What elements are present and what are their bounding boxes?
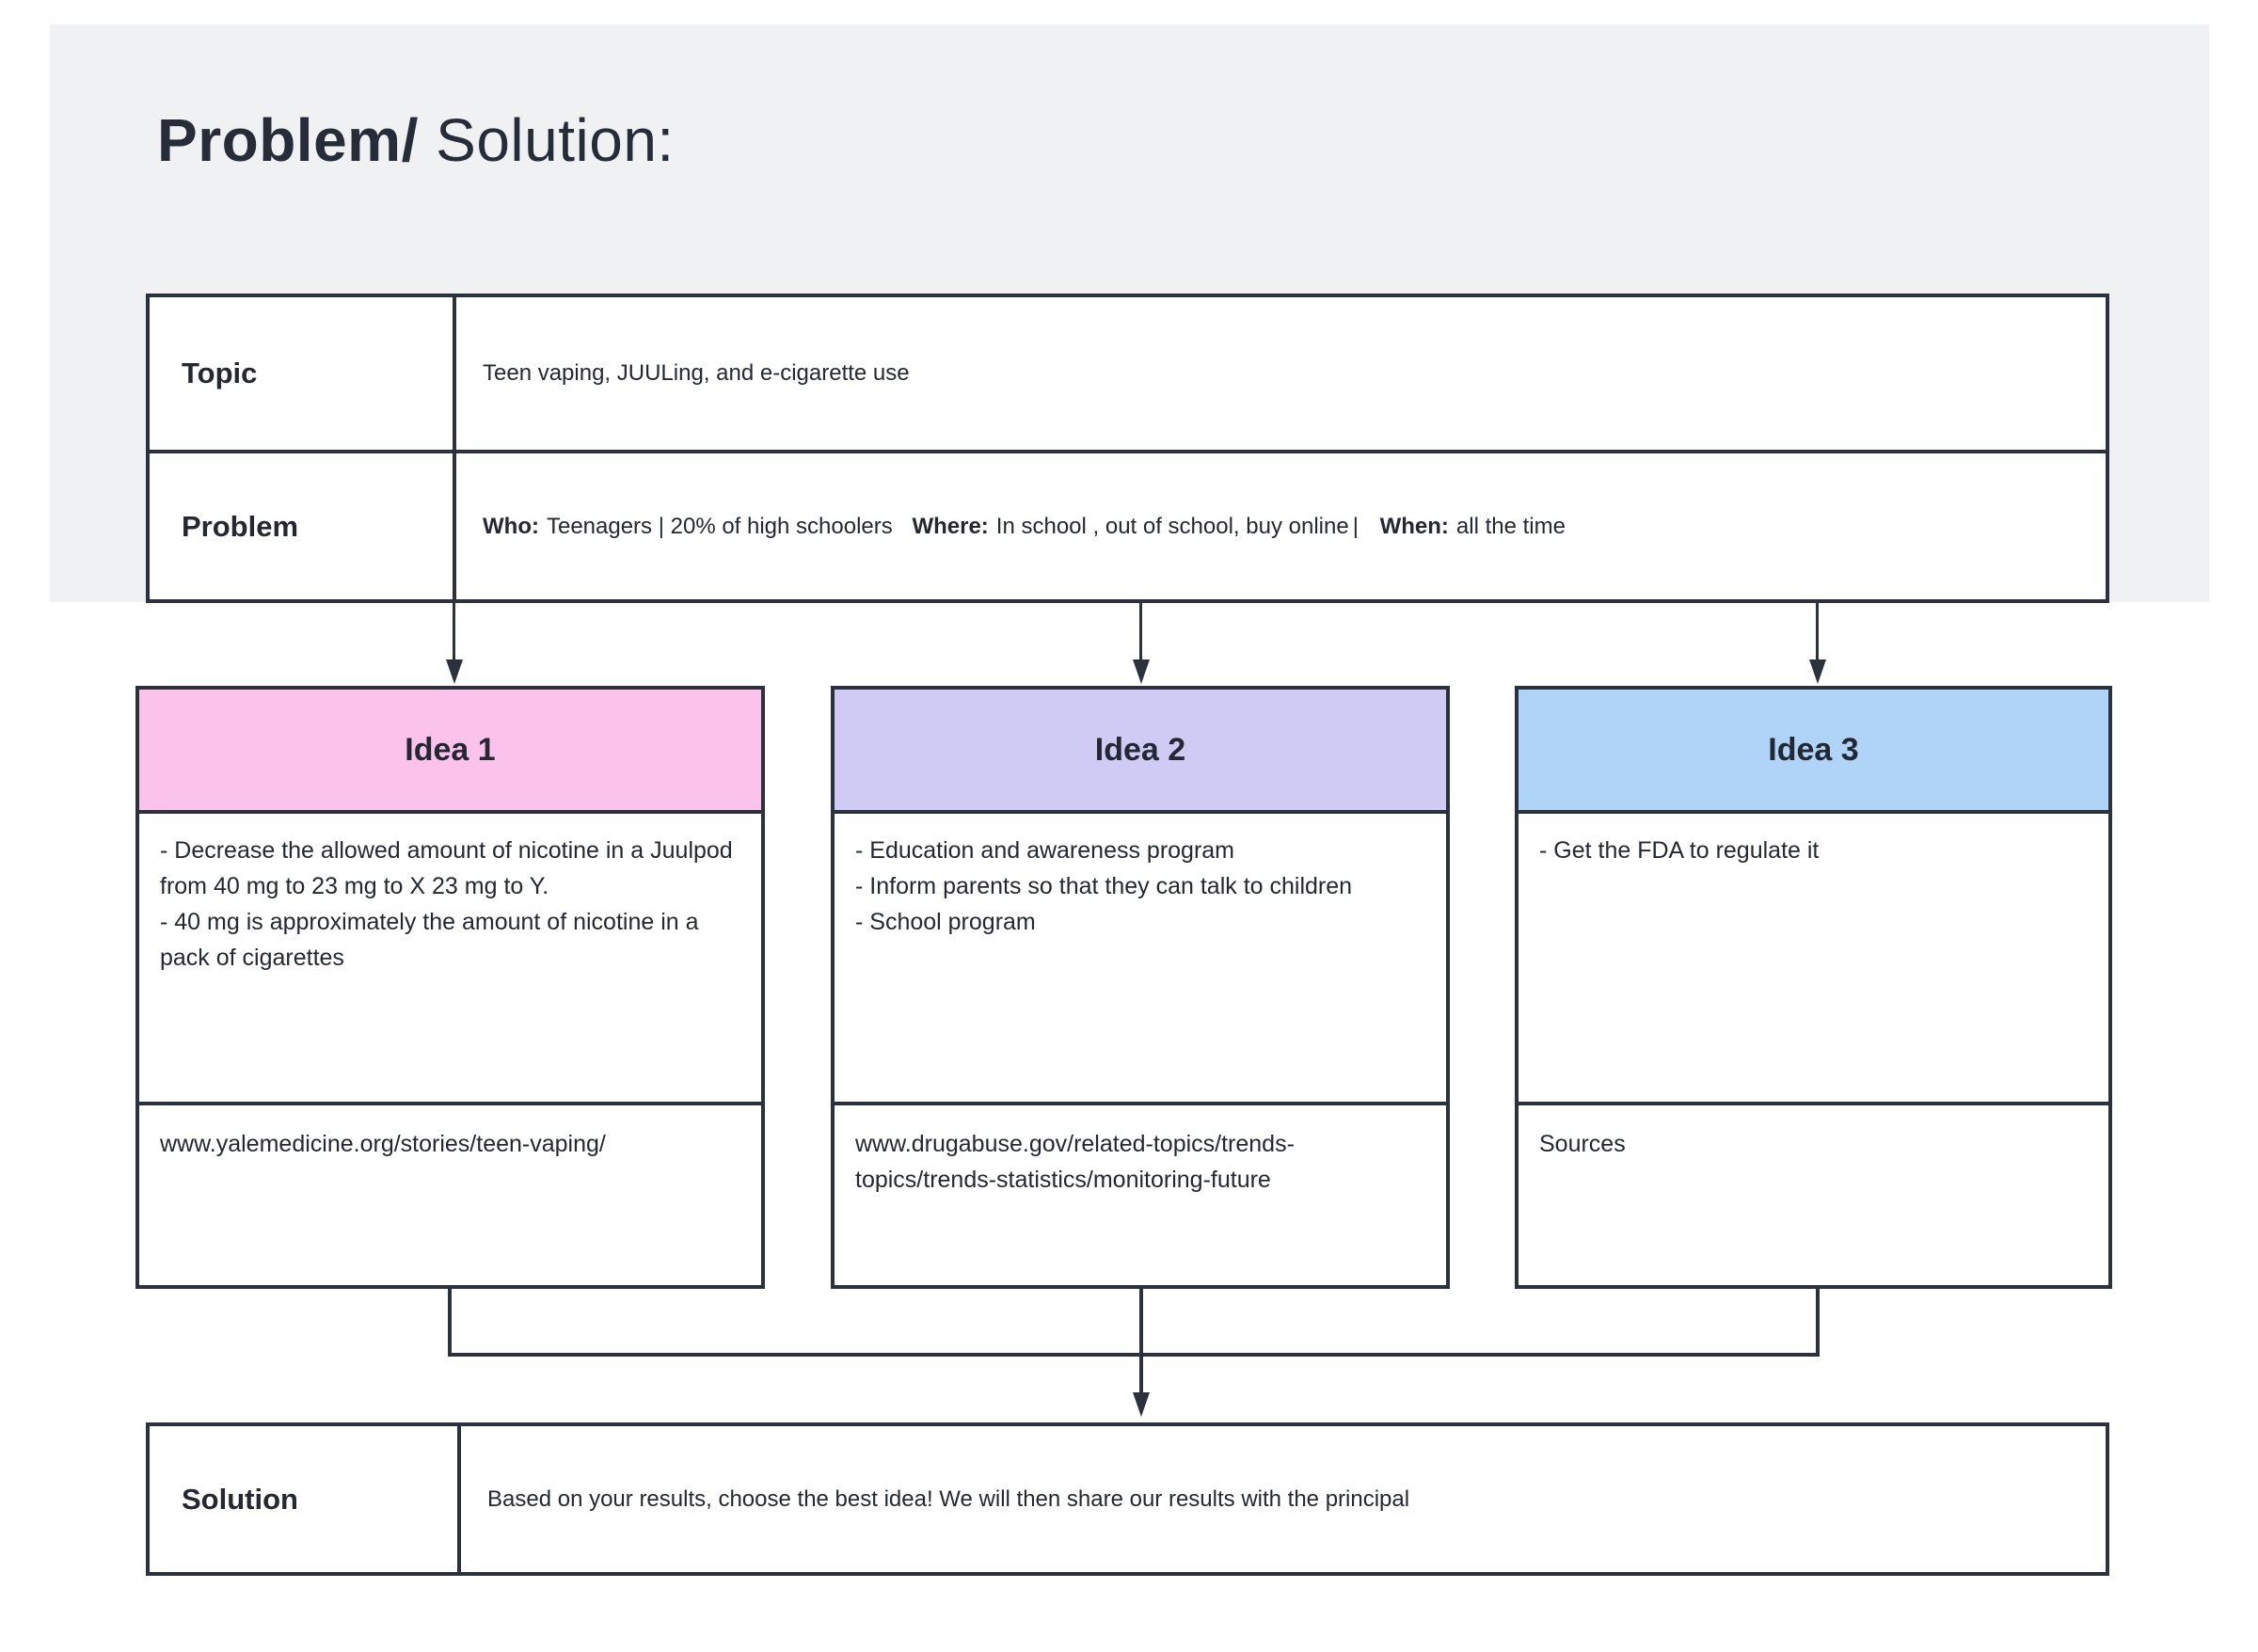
arrow-to-idea-1-line: [453, 603, 455, 663]
idea-1-source: www.yalemedicine.org/stories/teen-vaping…: [139, 1102, 761, 1285]
problem-divider: |: [1352, 513, 1359, 539]
topic-value: Teen vaping, JUULing, and e-cigarette us…: [483, 360, 910, 387]
idea-3-header: Idea 3: [1519, 690, 2108, 814]
connector-idea-3-stub: [1816, 1289, 1820, 1357]
solution-table: Solution Based on your results, choose t…: [146, 1422, 2109, 1576]
connector-horizontal-bar: [448, 1353, 1820, 1357]
solution-label-cell: Solution: [150, 1426, 461, 1572]
idea-1-header: Idea 1: [139, 690, 761, 814]
problem-value-cell: Who: Teenagers | 20% of high schoolers Wh…: [456, 453, 2106, 599]
problem-label: Problem: [182, 509, 299, 543]
solution-value: Based on your results, choose the best i…: [487, 1485, 1410, 1512]
idea-2-box: Idea 2 - Education and awareness program…: [831, 686, 1450, 1289]
connector-idea-1-stub: [448, 1289, 452, 1357]
idea-1-title: Idea 1: [405, 731, 496, 768]
problem-where-label: Where:: [912, 513, 989, 539]
topic-label-cell: Topic: [150, 297, 456, 453]
idea-2-body: - Education and awareness program - Info…: [855, 837, 1353, 935]
idea-3-box: Idea 3 - Get the FDA to regulate it Sour…: [1515, 686, 2112, 1289]
page-title: Problem/ Solution:: [157, 105, 675, 175]
solution-value-cell: Based on your results, choose the best i…: [461, 1426, 2106, 1572]
topic-label: Topic: [182, 357, 258, 389]
arrow-to-idea-3-head: [1809, 659, 1826, 684]
problem-where-value: In school , out of school, buy online: [995, 513, 1349, 539]
problem-text: Who: Teenagers | 20% of high schoolers Wh…: [483, 511, 1566, 543]
page-title-bold: Problem/: [157, 106, 419, 174]
idea-1-box: Idea 1 - Decrease the allowed amount of …: [135, 686, 765, 1289]
problem-who-value: Teenagers | 20% of high schoolers: [546, 513, 893, 539]
idea-3-title: Idea 3: [1768, 731, 1859, 768]
idea-2-source: www.drugabuse.gov/related-topics/trends-…: [835, 1102, 1446, 1285]
topic-problem-table: Topic Teen vaping, JUULing, and e-cigare…: [146, 294, 2109, 603]
idea-2-header: Idea 2: [835, 690, 1446, 814]
arrow-to-idea-3-line: [1816, 603, 1819, 663]
problem-label-cell: Problem: [150, 453, 456, 599]
connector-idea-2-stub: [1139, 1289, 1143, 1357]
problem-who-label: Who:: [483, 513, 539, 539]
idea-2-title: Idea 2: [1094, 731, 1186, 768]
page-title-regular: Solution:: [436, 106, 675, 174]
idea-3-body: - Get the FDA to regulate it: [1539, 837, 1820, 864]
connector-tail-line: [1139, 1357, 1143, 1394]
problem-when-value: all the time: [1455, 513, 1566, 539]
solution-label: Solution: [182, 1482, 298, 1516]
arrow-to-idea-1-head: [446, 659, 463, 684]
idea-3-source: Sources: [1519, 1102, 2108, 1285]
arrow-to-idea-2-head: [1133, 659, 1150, 684]
problem-when-label: When:: [1379, 513, 1449, 539]
topic-value-cell: Teen vaping, JUULing, and e-cigarette us…: [456, 297, 2106, 453]
arrow-to-idea-2-line: [1139, 603, 1142, 663]
idea-1-body: - Decrease the allowed amount of nicotin…: [160, 837, 733, 971]
arrow-to-solution-head: [1133, 1392, 1150, 1417]
